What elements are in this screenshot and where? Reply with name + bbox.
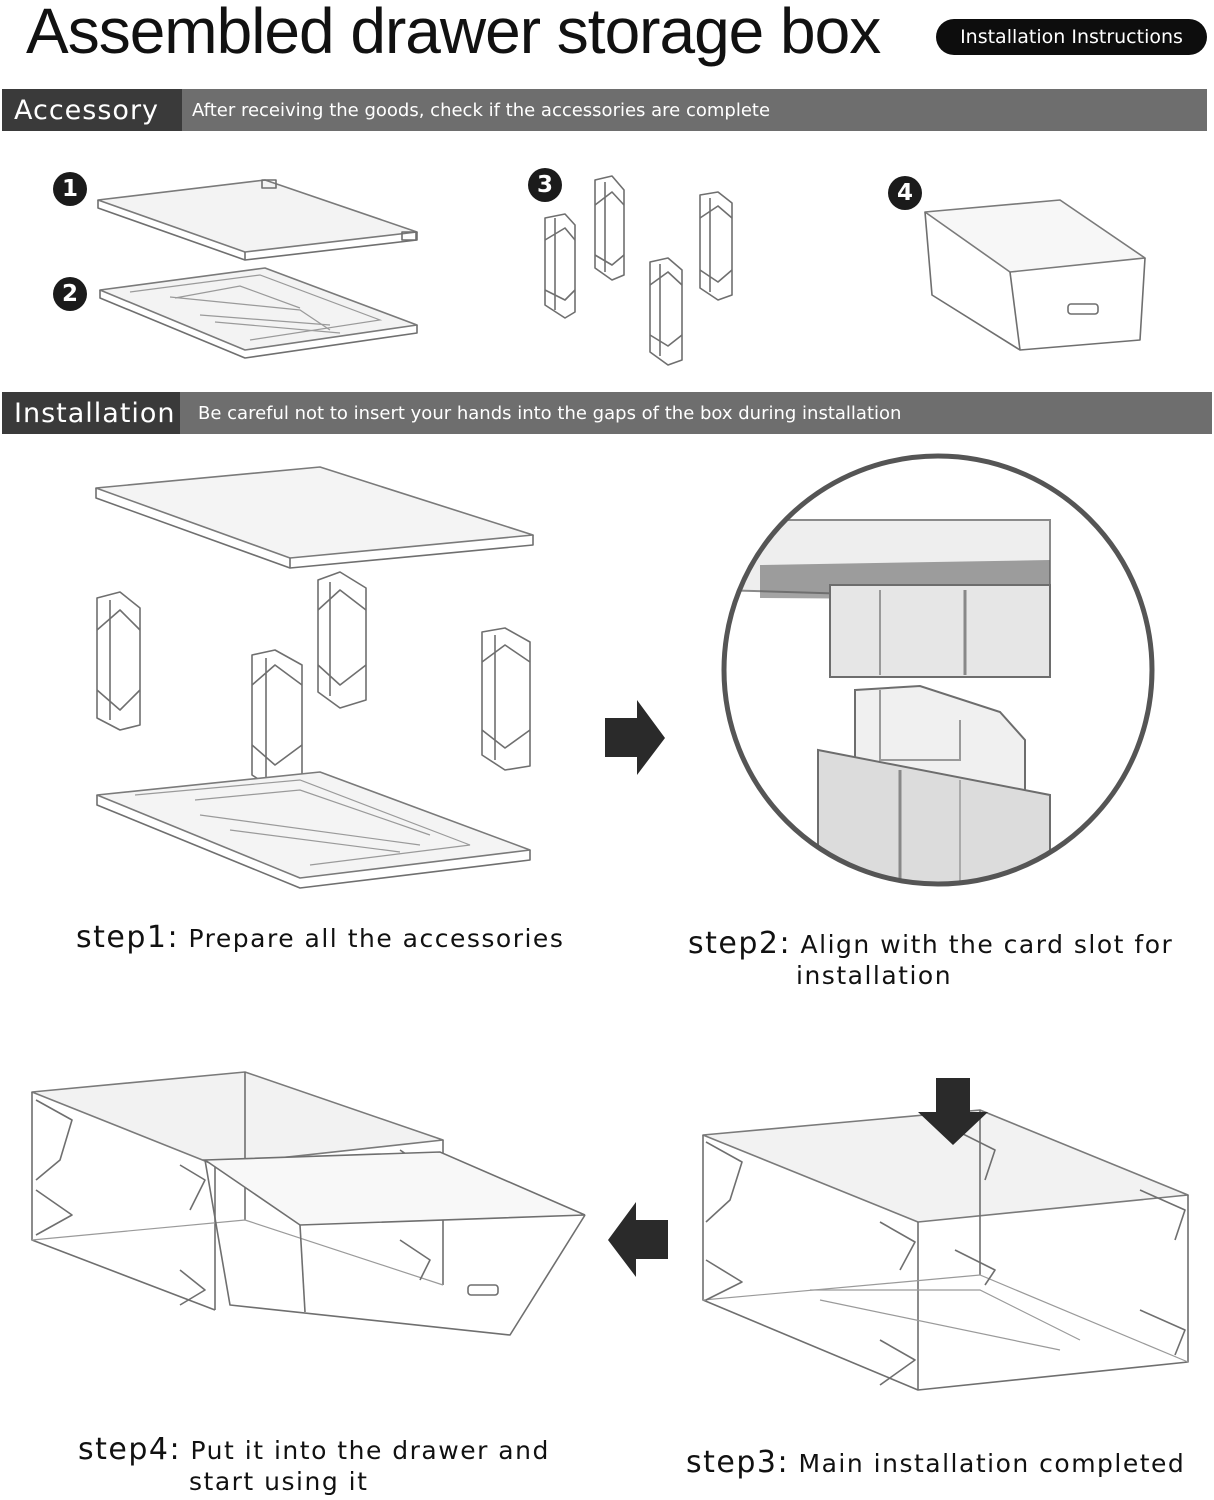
installation-bar-label: Installation [2,392,180,434]
step4-label: step4: [78,1432,182,1467]
installation-bar: Installation Be careful not to insert yo… [2,392,1212,434]
step3-caption: step3: Main installation completed [686,1447,1185,1480]
step4-text-line1: Put it into the drawer and [190,1436,550,1465]
step1-caption: step1: Prepare all the accessories [76,922,564,955]
step2-text-line1: Align with the card slot for [800,930,1174,959]
page-title: Assembled drawer storage box [26,0,881,67]
step2-caption: step2: Align with the card slot for [688,928,1173,961]
accessory-number-4: 4 [888,176,922,210]
step1-text: Prepare all the accessories [188,924,565,953]
accessory-number-1: 1 [53,172,87,206]
step2-text-line2: installation [796,961,953,990]
installation-bar-text: Be careful not to insert your hands into… [198,402,902,424]
step3-text: Main installation completed [798,1449,1186,1478]
accessory-number-3: 3 [528,168,562,202]
installation-instructions-badge: Installation Instructions [936,19,1207,55]
accessory-bar: Accessory After receiving the goods, che… [2,89,1207,131]
step1-label: step1: [76,920,180,955]
accessory-bar-label: Accessory [2,89,182,131]
step4-caption: step4: Put it into the drawer and [78,1434,550,1467]
step2-label: step2: [688,926,792,961]
accessory-number-2: 2 [53,277,87,311]
step3-label: step3: [686,1445,790,1480]
step4-text-line2: start using it [189,1467,369,1496]
accessory-bar-text: After receiving the goods, check if the … [192,99,771,121]
